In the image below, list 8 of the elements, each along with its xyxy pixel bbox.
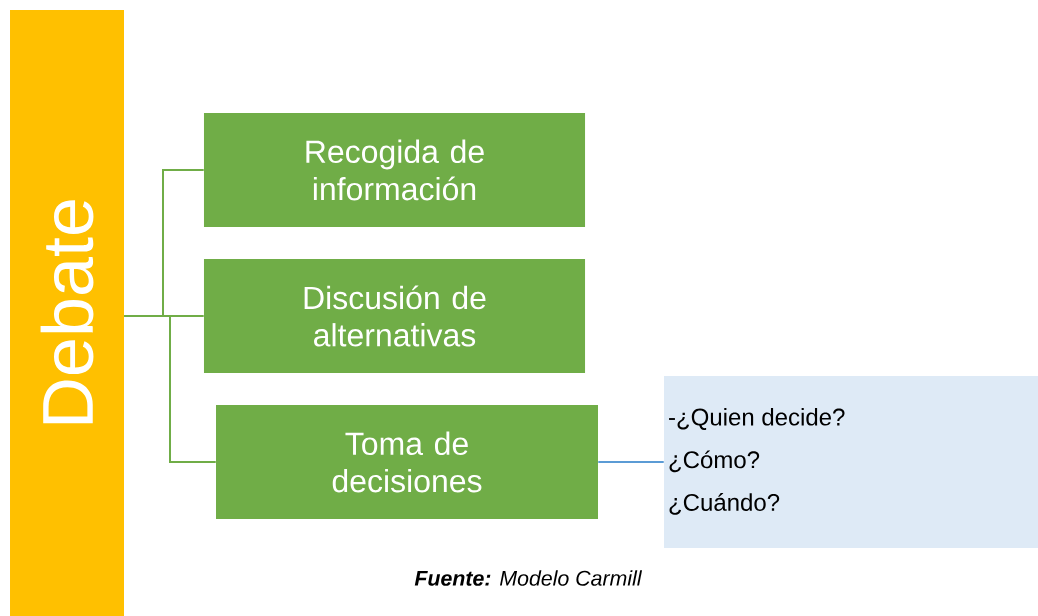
connector — [123, 315, 217, 463]
question-box: -¿Quien decide? ¿Cómo? ¿Cuándo? — [664, 376, 1038, 548]
process-box: Toma de decisiones — [216, 405, 598, 519]
process-box: Recogida de información — [204, 113, 586, 227]
process-box: Discusión de alternativas — [204, 259, 586, 373]
connector — [597, 461, 665, 463]
title-bar: Debate — [10, 10, 124, 616]
caption: Fuente: Modelo Carmill — [414, 570, 643, 586]
